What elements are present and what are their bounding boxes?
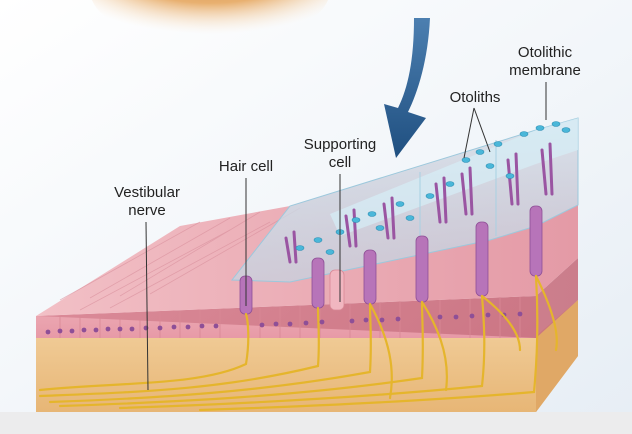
- label-vestibular-nerve-2: nerve: [128, 202, 166, 219]
- label-vestibular-nerve-1: Vestibular: [114, 184, 180, 201]
- bottom-bar: [0, 412, 632, 434]
- gravity-arrow-icon: [384, 18, 430, 158]
- label-hair-cell: Hair cell: [218, 158, 274, 175]
- vestibular-nerve: [38, 274, 558, 412]
- leader-lines: [145, 82, 547, 391]
- head-blob: [92, 0, 328, 45]
- label-otoliths: Otoliths: [449, 89, 501, 106]
- epithelium-front: [36, 258, 578, 338]
- label-otolithic-membrane-2: membrane: [509, 62, 581, 79]
- label-supporting-cell-2: cell: [328, 154, 352, 171]
- hair-cells: [239, 142, 554, 315]
- otoliths: [295, 121, 571, 255]
- label-otolithic-membrane-1: Otolithic: [517, 44, 573, 61]
- label-supporting-cell-1: Supporting: [303, 136, 377, 153]
- supporting-cell: [329, 269, 345, 311]
